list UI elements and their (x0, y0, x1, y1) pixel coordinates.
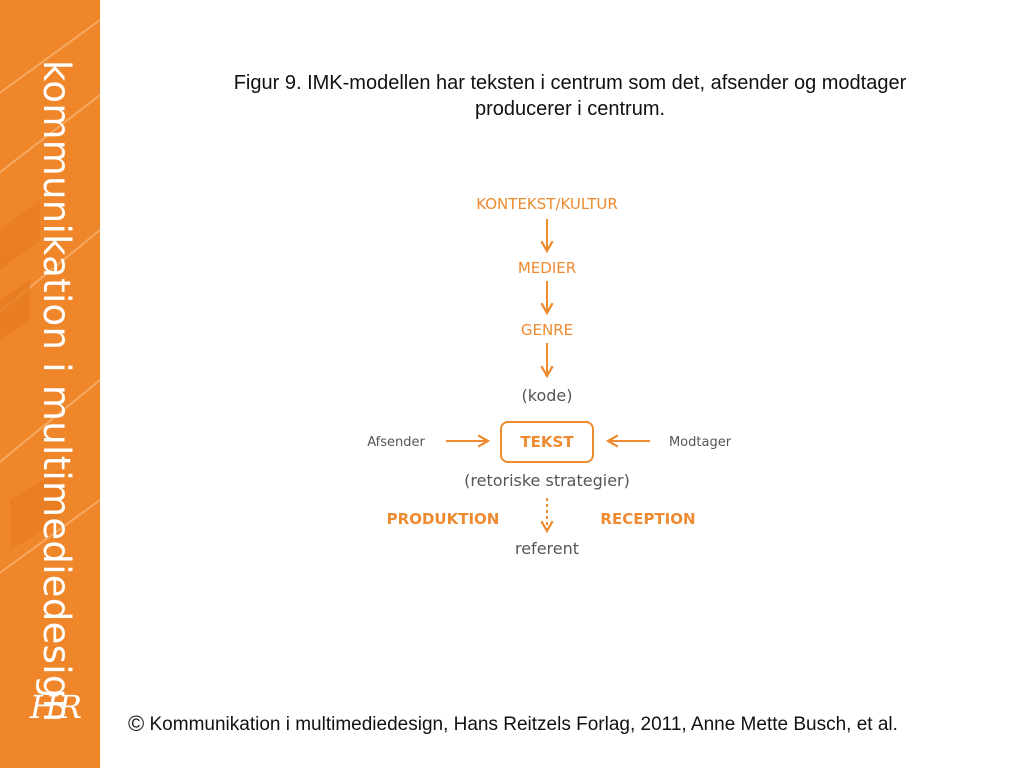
copyright-symbol: © (128, 711, 145, 736)
node-medier: MEDIER (518, 259, 576, 277)
node-tekst: TEKST (520, 433, 574, 451)
node-kode: (kode) (522, 386, 573, 405)
publisher-logo: HR (30, 688, 82, 726)
node-referent: referent (515, 539, 579, 558)
sidebar-decoration (0, 19, 100, 574)
caption-line-1: Figur 9. IMK-modellen har teksten i cent… (233, 72, 907, 94)
node-kontekst-kultur: KONTEKST/KULTUR (476, 195, 618, 213)
node-retoriske-strategier: (retoriske strategier) (464, 471, 630, 490)
copyright-text: Kommunikation i multimediedesign, Hans R… (144, 714, 898, 735)
node-produktion: PRODUKTION (387, 510, 500, 528)
caption-line-2: producerer i centrum. (474, 98, 666, 120)
node-reception: RECEPTION (600, 510, 695, 528)
node-afsender: Afsender (367, 435, 425, 450)
node-tekst-box (500, 421, 594, 463)
node-genre: GENRE (521, 321, 573, 339)
node-modtager: Modtager (669, 435, 732, 450)
figure-caption: Figur 9. IMK-modellen har teksten i cent… (140, 70, 1000, 122)
sidebar: kommunikation i multimediedesign HR (0, 0, 100, 768)
copyright-footer: © Kommunikation i multimediedesign, Hans… (128, 711, 898, 737)
